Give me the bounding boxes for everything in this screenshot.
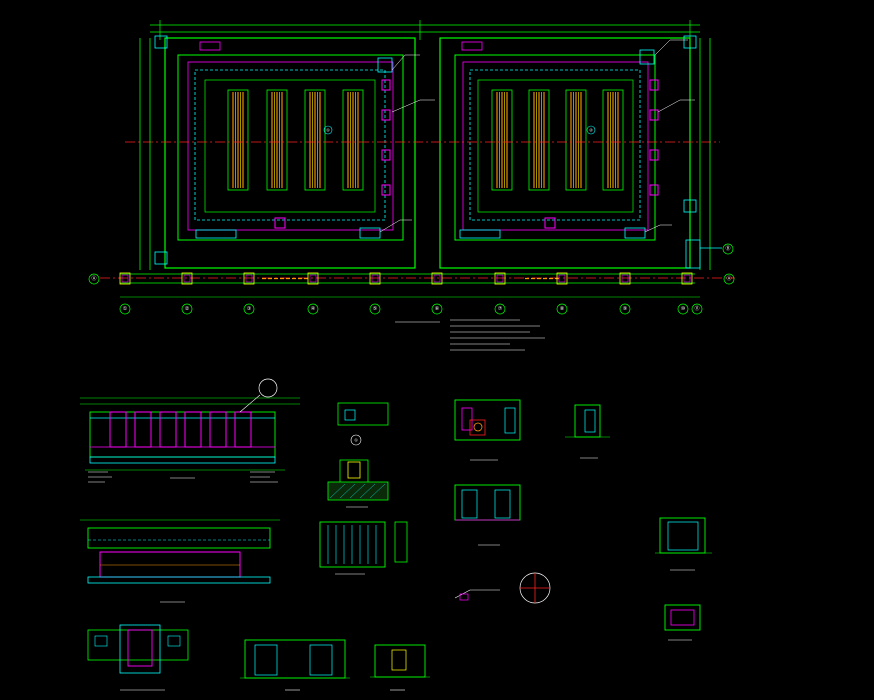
section-1-1 — [80, 378, 300, 483]
grid-axis-label: ⑦ — [498, 306, 503, 312]
grid-axis-label: ⑪ — [694, 305, 699, 312]
side-pipes-left — [274, 79, 391, 229]
column-line — [100, 272, 735, 298]
grid-axes-bottom — [119, 303, 703, 315]
grid-axis-label: ③ — [247, 306, 252, 312]
grid-axis-label: ⑧ — [560, 306, 565, 312]
grid-axis-label: ① — [123, 306, 128, 312]
section-side-wall — [565, 404, 610, 459]
grid-axis-label: ⑩ — [681, 306, 686, 312]
detail-callout-circle — [258, 378, 278, 398]
detail-basin-edge — [454, 399, 521, 461]
pipe-joint-detail — [454, 572, 551, 604]
plan-notes — [450, 319, 545, 351]
grid-axis-label: ⑤ — [373, 306, 378, 312]
filter-channels-left — [227, 89, 364, 191]
grid-axis-label: ④ — [311, 306, 316, 312]
side-pipes-right — [544, 79, 659, 229]
grid-axis-label-right: Ⓑ — [725, 245, 730, 252]
section-6-6 — [87, 624, 189, 691]
section-7-7 — [240, 639, 350, 691]
plan-view: ① — [88, 20, 735, 351]
grate-plan-detail — [319, 521, 408, 575]
grid-axis-label: ⑥ — [435, 306, 440, 312]
well-plan-detail — [664, 604, 701, 641]
filter-channels-right — [491, 89, 624, 191]
section-mark: ① — [354, 438, 358, 443]
section-5-5 — [454, 484, 521, 546]
detail-wall-top: ① — [337, 402, 389, 446]
dimension-lines-top — [150, 20, 700, 40]
section-3-3 — [327, 459, 389, 508]
grid-axis-label: ⑨ — [623, 306, 628, 312]
basin-mark-left: ① — [326, 128, 330, 133]
section-8-8 — [370, 644, 430, 691]
grid-axis-label: ② — [185, 306, 190, 312]
well-section-detail — [655, 517, 712, 571]
section-2-2 — [80, 519, 280, 603]
basin-mark-right: ② — [589, 128, 593, 133]
basin-left: ① — [164, 37, 416, 269]
grid-axis-label-right: Ⓐ — [726, 275, 731, 282]
basin-right: ② — [439, 37, 691, 269]
grid-axis-label-left: Ⓐ — [91, 275, 96, 282]
